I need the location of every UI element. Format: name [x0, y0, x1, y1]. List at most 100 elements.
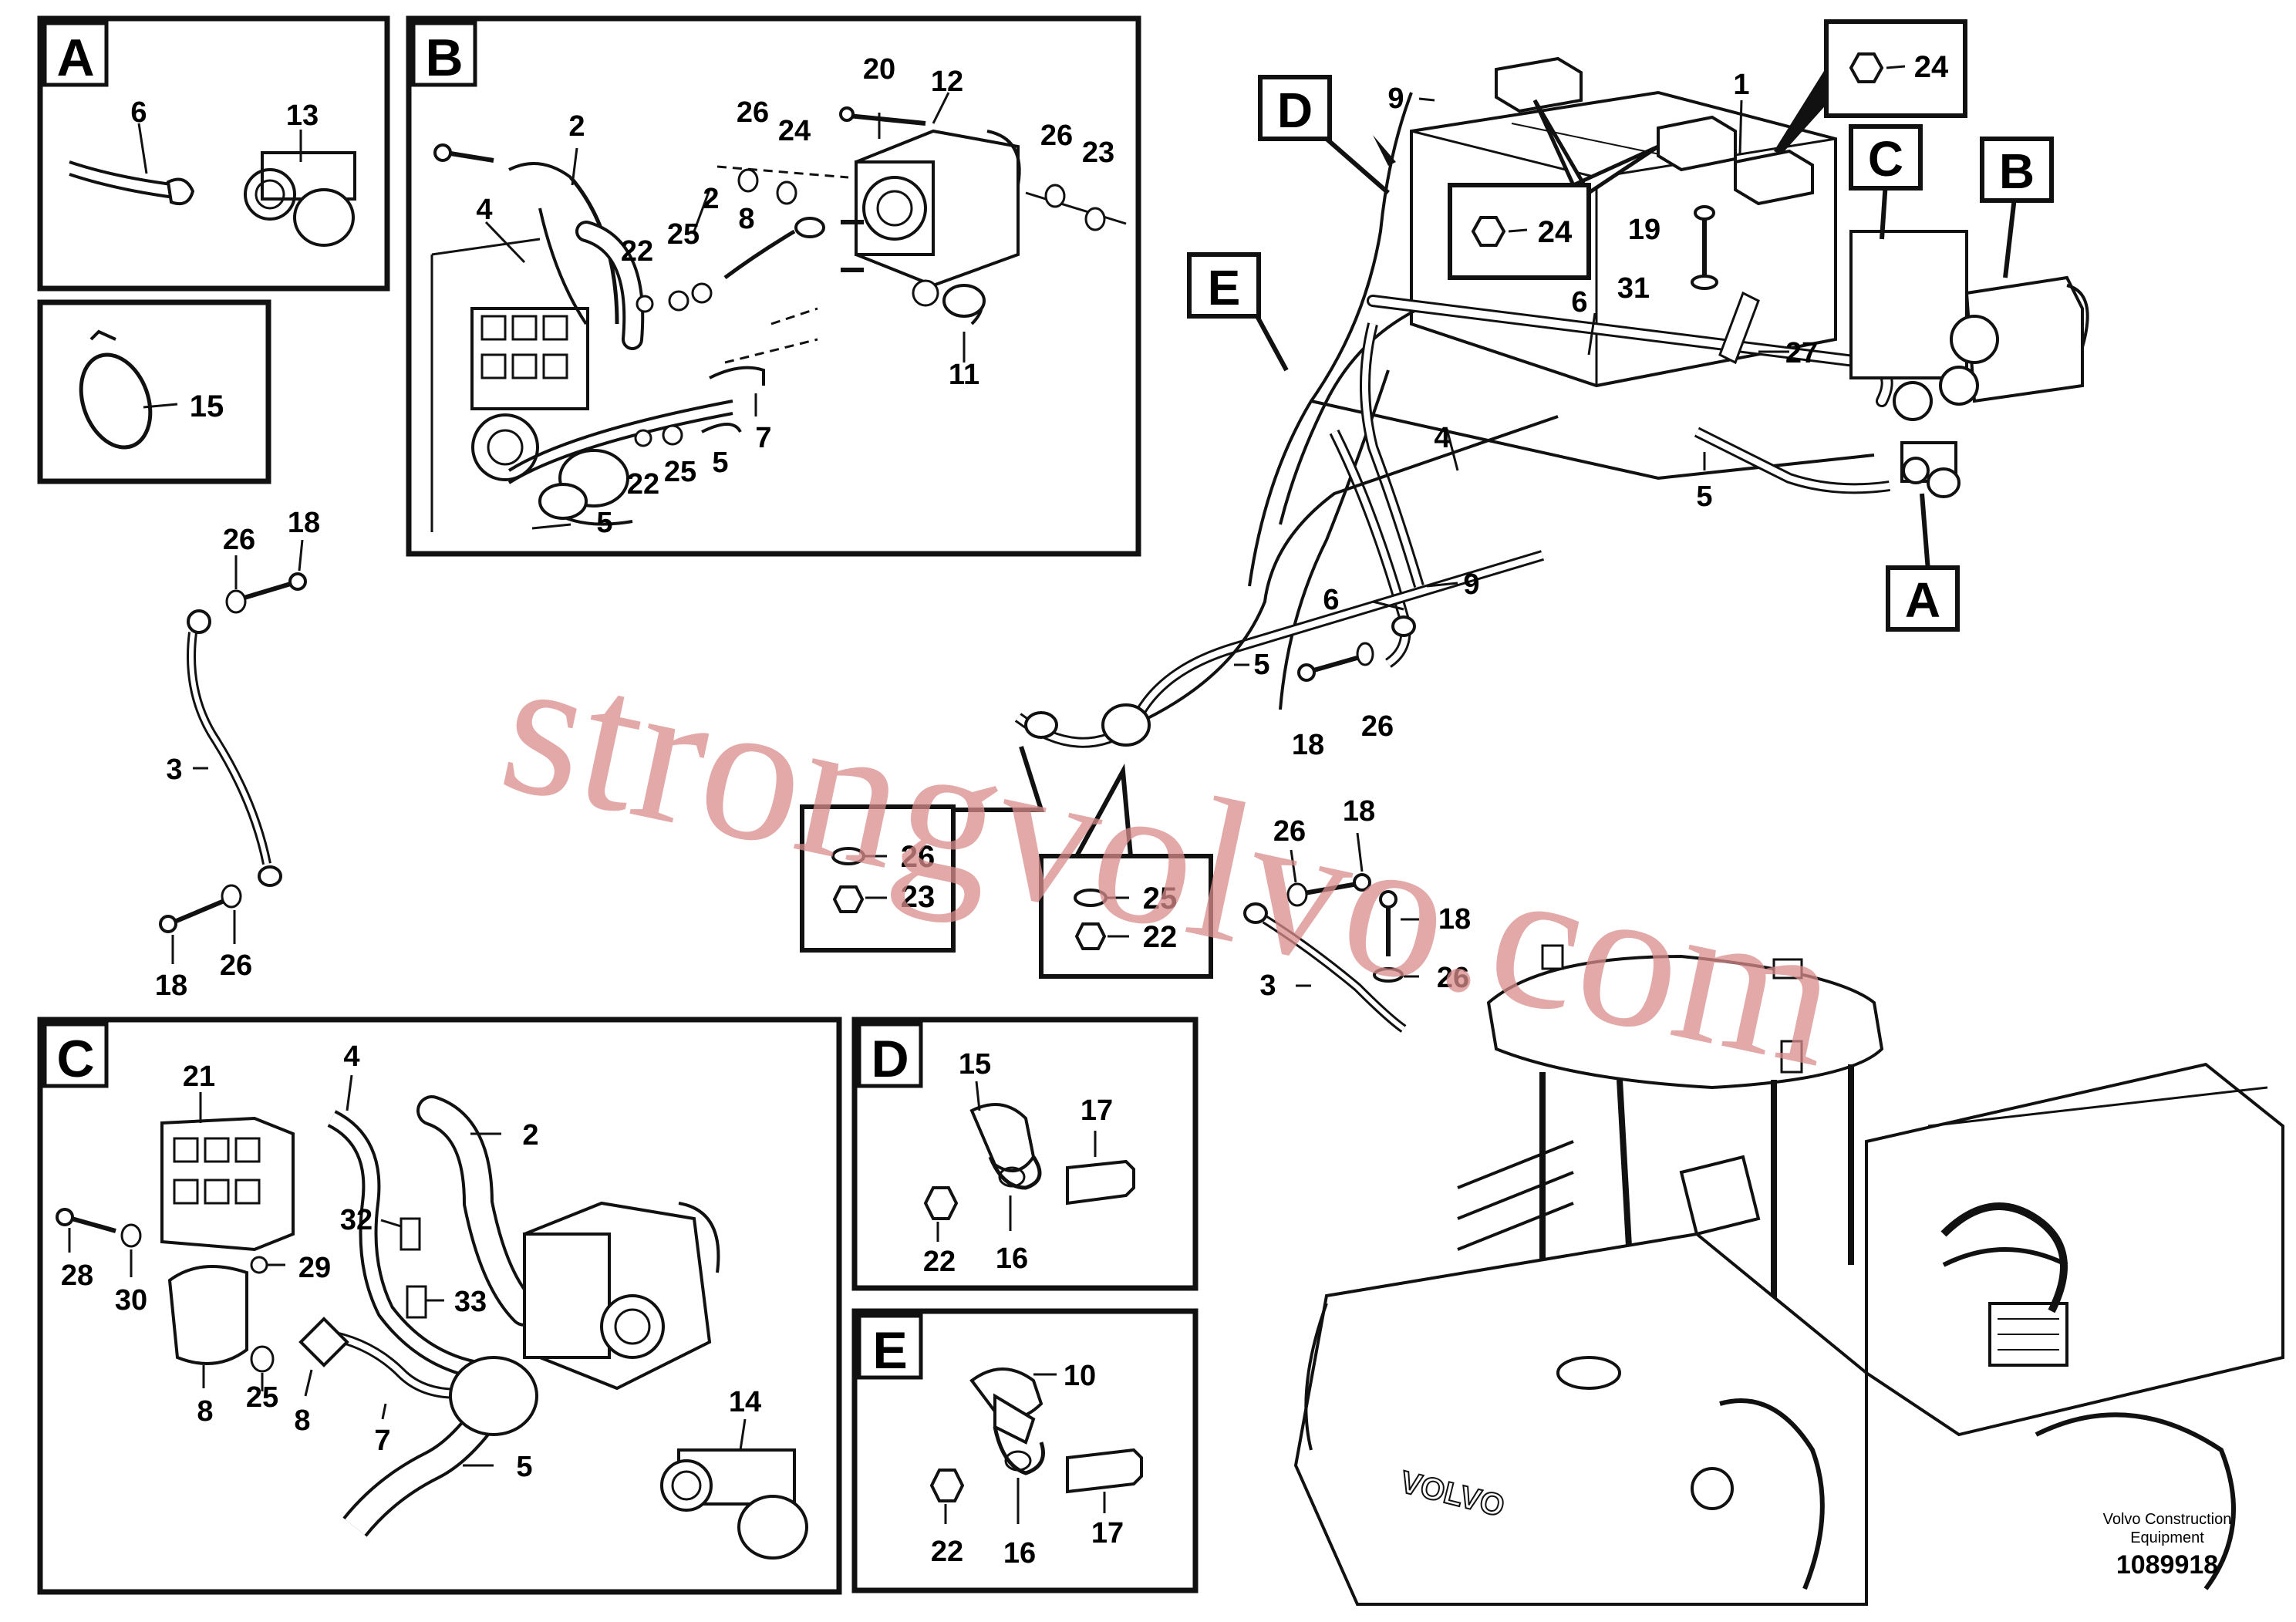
callout-main-4: 4 — [1434, 422, 1450, 454]
callout-box-25: 25 — [1143, 882, 1178, 916]
watermark: strongvolvo.com — [486, 611, 1856, 1110]
callout-b-24: 24 — [778, 115, 811, 147]
machine-illustration: VOLVO — [1293, 944, 2284, 1606]
pointer-b: B — [1980, 137, 2054, 278]
callout-c-33: 33 — [454, 1286, 487, 1318]
callout-c-7: 7 — [374, 1425, 390, 1457]
callout-b-26b: 26 — [1040, 120, 1073, 152]
drawing-number: 1089918 — [2116, 1550, 2218, 1580]
callout-cl-3: 3 — [166, 754, 182, 786]
callout-d-16: 16 — [996, 1243, 1028, 1275]
callout-cr-26a: 26 — [1273, 815, 1306, 848]
callout-15: 15 — [190, 389, 224, 423]
callout-a-13: 13 — [286, 99, 319, 132]
pointer-d-label: D — [1277, 83, 1313, 138]
panel-cable-tie: 15 — [37, 299, 271, 484]
panel-b-label: B — [425, 29, 463, 87]
callout-main-6a: 6 — [1571, 286, 1587, 319]
callout-c-30: 30 — [115, 1284, 147, 1317]
callout-d-17: 17 — [1081, 1094, 1113, 1127]
callout-d-22: 22 — [923, 1246, 956, 1278]
callout-d-15: 15 — [959, 1048, 991, 1081]
panel-e-label: E — [872, 1321, 907, 1380]
callout-b-23: 23 — [1082, 137, 1114, 169]
callout-c-5: 5 — [516, 1451, 532, 1483]
callout-cl-26a: 26 — [223, 524, 255, 556]
pointer-a-label: A — [1905, 572, 1940, 628]
panel-d-label: D — [871, 1030, 909, 1088]
pointer-c: C — [1849, 124, 1923, 240]
callout-b-22a: 22 — [621, 235, 653, 268]
callout-c-8b: 8 — [294, 1404, 310, 1437]
pointer-e-label: E — [1208, 260, 1241, 315]
pointer-d: D — [1258, 75, 1396, 195]
cable-3-left: 26 18 3 18 26 — [155, 507, 320, 1002]
callout-cr-18b: 18 — [1438, 903, 1471, 936]
callout-c-2: 2 — [522, 1119, 538, 1152]
callout-b-2b: 2 — [703, 183, 719, 215]
callout-b-11: 11 — [949, 359, 979, 391]
callout-b-12: 12 — [931, 66, 963, 98]
callout-main-6b: 6 — [1323, 584, 1339, 616]
callout-c-8a: 8 — [197, 1395, 213, 1428]
callout-cr-18a: 18 — [1343, 795, 1375, 828]
pointer-b-label: B — [1999, 143, 2035, 199]
callout-e-16: 16 — [1003, 1537, 1036, 1570]
callout-main-5b: 5 — [1253, 649, 1269, 681]
footer: Volvo Construction Equipment 1089918 — [2103, 1511, 2232, 1580]
callout-b-25a: 25 — [667, 218, 700, 251]
callout-main-18: 18 — [1292, 729, 1324, 761]
callout-cl-26b: 26 — [220, 949, 252, 982]
callout-c-25: 25 — [246, 1381, 278, 1414]
callout-main-31: 31 — [1617, 272, 1650, 305]
callout-main-26: 26 — [1361, 710, 1394, 743]
callout-b-4: 4 — [476, 194, 492, 226]
cable-3-right: 26 18 18 3 26 — [1243, 795, 1471, 1033]
panel-b: B — [406, 15, 1141, 557]
callout-cl-18a: 18 — [288, 507, 320, 539]
panel-d: D 15 17 22 16 — [851, 1017, 1199, 1291]
callout-b-5a: 5 — [712, 447, 728, 479]
nut-box-top-left: 24 — [1448, 99, 1660, 280]
callout-b-26a: 26 — [737, 96, 769, 129]
panel-c-label: C — [56, 1030, 94, 1088]
pointer-e: E — [1187, 252, 1289, 372]
callout-box-22: 22 — [1143, 920, 1178, 954]
callout-main-9a: 9 — [1387, 83, 1404, 115]
callout-c-14: 14 — [729, 1386, 761, 1418]
footer-line1: Volvo Construction — [2103, 1511, 2232, 1528]
callout-e-22: 22 — [931, 1536, 963, 1568]
callout-e-17: 17 — [1091, 1517, 1124, 1549]
pointer-a: A — [1886, 493, 1960, 632]
callout-main-5a: 5 — [1696, 481, 1712, 513]
callout-cl-18b: 18 — [155, 969, 187, 1002]
callout-b-2a: 2 — [568, 110, 585, 143]
callout-main-19: 19 — [1628, 214, 1660, 246]
callout-c-32: 32 — [340, 1204, 373, 1236]
nut-box-right: 25 22 — [1039, 763, 1213, 979]
callout-b-20: 20 — [863, 53, 895, 86]
panel-a-label: A — [56, 29, 94, 87]
pointer-c-label: C — [1868, 131, 1903, 187]
callout-c-21: 21 — [183, 1061, 215, 1093]
callout-cr-26b: 26 — [1437, 962, 1469, 994]
callout-main-9b: 9 — [1463, 568, 1479, 601]
callout-b-7: 7 — [755, 422, 771, 454]
callout-b-22b: 22 — [627, 468, 659, 501]
callout-top-24b: 24 — [1914, 50, 1949, 84]
panel-c: C — [37, 1017, 842, 1595]
callout-main-1: 1 — [1733, 69, 1749, 101]
callout-a-6: 6 — [130, 96, 147, 129]
callout-c-28: 28 — [61, 1259, 93, 1292]
panel-a: A 6 13 — [37, 15, 390, 292]
footer-line2: Equipment — [2130, 1529, 2204, 1546]
callout-b-8: 8 — [738, 203, 754, 235]
callout-b-5b: 5 — [596, 507, 612, 539]
callout-box-26: 26 — [901, 840, 936, 874]
callout-b-25b: 25 — [664, 456, 696, 488]
main-assembly: 9 1 19 31 6 27 4 5 6 9 5 18 26 — [1014, 56, 2089, 761]
callout-box-23: 23 — [901, 880, 936, 914]
nut-box-left: 26 23 — [800, 746, 1045, 953]
callout-top-24a: 24 — [1538, 215, 1573, 249]
